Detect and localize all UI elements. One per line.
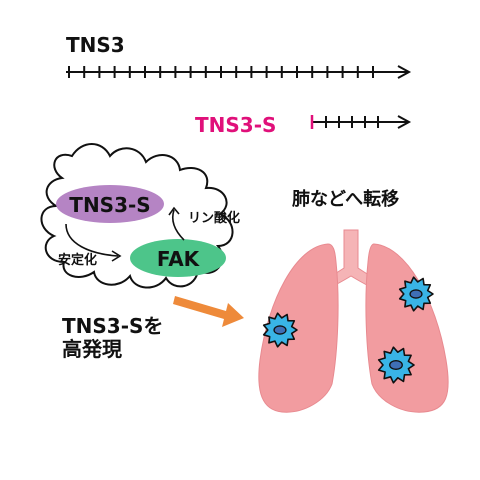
metastasis-arrow-icon: [173, 296, 244, 327]
left-lung: [258, 243, 339, 413]
tns3s-gene-label: TNS3-S: [195, 113, 276, 137]
tns3s-oval: [56, 185, 164, 223]
phosphorylation-arrow-icon: [168, 206, 185, 241]
fak-protein-label: FAK: [157, 247, 201, 271]
tns3-ticks: [68, 66, 374, 78]
tns3s-protein-label: TNS3-S: [69, 193, 150, 217]
tns3-label: TNS3: [66, 33, 125, 57]
stabilization-label: 安定化: [58, 252, 97, 268]
tns3s-track-arrow-icon: [310, 115, 412, 129]
high-expression-line1: TNS3-Sを: [62, 314, 163, 338]
lungs-icon: [258, 229, 449, 413]
tumor-cells: [262, 276, 434, 384]
phosphorylation-label: リン酸化: [188, 210, 240, 226]
tns3s-protein: TNS3-S: [56, 185, 164, 223]
tumor-cell-icon: [398, 276, 434, 312]
tumor-nucleus: [389, 360, 403, 370]
high-expression-line2: 高発現: [62, 337, 122, 361]
stabilization-arrow-icon: [65, 223, 122, 262]
fak-protein: FAK: [130, 239, 226, 277]
tumor-nucleus: [409, 289, 423, 299]
tumor-cell-icon: [377, 346, 415, 384]
metastasis-label: 肺などへ転移: [292, 188, 399, 210]
fak-oval: [130, 239, 226, 277]
tns3-track-arrow-icon: [66, 65, 412, 79]
cell-diagram: TNS3-S FAK リン酸化 安定化: [40, 143, 240, 289]
tns3-track: TNS3: [66, 33, 412, 79]
tumor-cell-icon: [262, 312, 298, 348]
right-lung: [365, 243, 449, 413]
tumor-nucleus: [273, 325, 287, 335]
tns3s-track: TNS3-S: [195, 113, 412, 137]
tns3s-ticks: [325, 116, 379, 128]
